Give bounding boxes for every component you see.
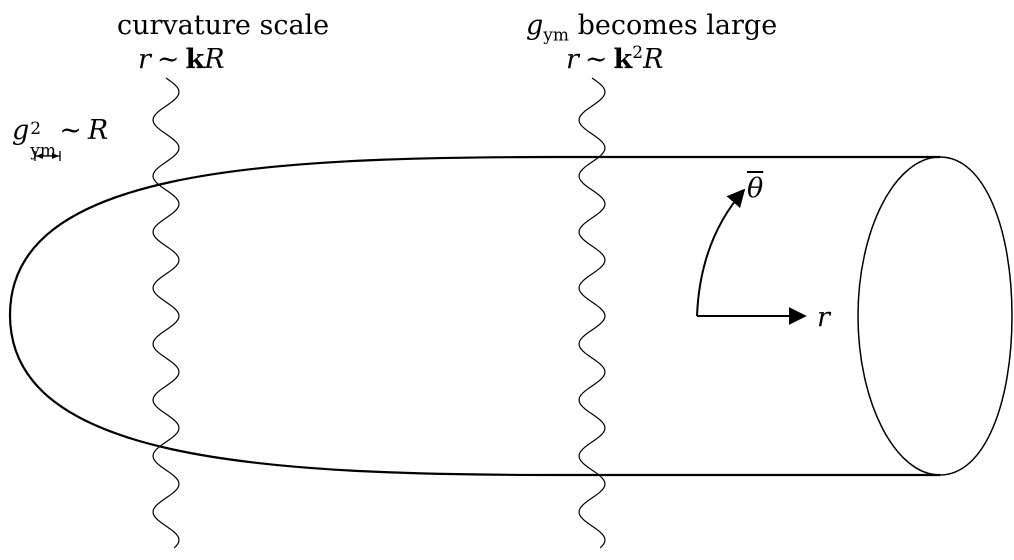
curvature-scale-text: curvature scale xyxy=(117,10,330,41)
g-symbol: g xyxy=(526,10,544,41)
curvature-scale-wavy-line xyxy=(152,77,180,549)
sim-symbol: ∼ xyxy=(584,44,608,75)
coupling-large-relation: r∼k2R xyxy=(566,43,664,75)
r-symbol: r xyxy=(566,44,579,75)
cylinder-outline xyxy=(8,155,940,477)
r-symbol: r xyxy=(138,44,151,75)
squared-superscript: 2 xyxy=(632,43,644,63)
k-symbol: k xyxy=(613,44,633,75)
r-axis-label: r xyxy=(817,304,830,331)
theta-arc-arrow xyxy=(696,188,746,317)
coupling-scale-wavy-line xyxy=(578,77,606,549)
coupling-scale-bar-left-arrow xyxy=(36,153,43,159)
cylinder-end-ellipse xyxy=(857,156,1013,476)
curvature-scale-title: curvature scale xyxy=(117,12,329,39)
g-symbol: g xyxy=(12,115,30,146)
R-symbol: R xyxy=(87,115,109,146)
curvature-scale-relation: r∼kR xyxy=(138,46,225,73)
coupling-large-title: gym becomes large xyxy=(526,10,778,44)
R-symbol: R xyxy=(643,44,664,75)
sim-symbol: ∼ xyxy=(156,44,180,75)
becomes-large-text: becomes large xyxy=(569,10,778,41)
ym-subscript: ym xyxy=(543,25,570,46)
sim-symbol: ∼ xyxy=(59,115,82,146)
R-symbol: R xyxy=(204,44,225,75)
coupling-scale-bar-right-arrow xyxy=(52,153,59,159)
k-symbol: k xyxy=(185,44,205,75)
theta-symbol: θ xyxy=(747,173,764,204)
theta-bar-label: θ xyxy=(747,175,763,202)
r-axis-symbol: r xyxy=(817,302,830,333)
